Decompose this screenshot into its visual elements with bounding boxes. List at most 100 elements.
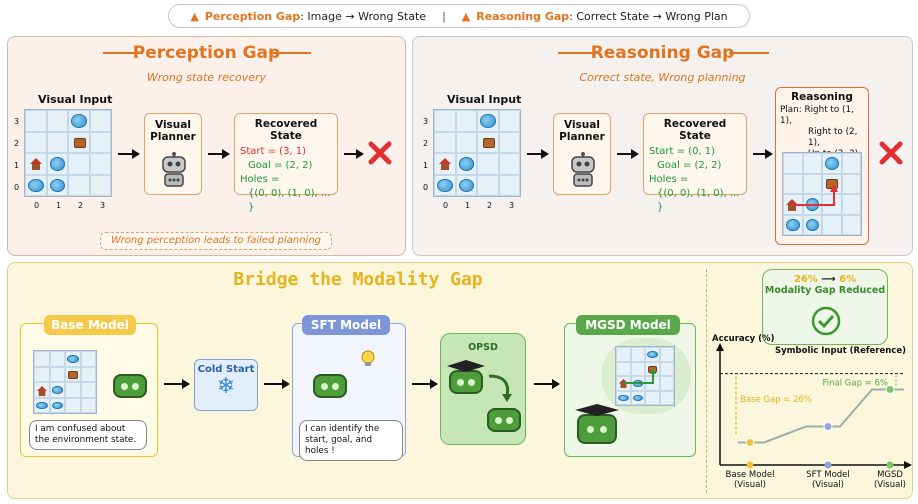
flow-arrow-head (552, 379, 560, 389)
fail-x-icon (879, 141, 903, 165)
planner-label-line2: Planner (559, 131, 605, 143)
plan-path-arrow (794, 184, 838, 206)
house-icon (30, 158, 42, 170)
base-model-box: I am confused about the environment stat… (20, 323, 158, 457)
grid-cell (616, 390, 631, 405)
base-model-speech: I am confused about the environment stat… (29, 420, 147, 450)
grid-cell (477, 153, 499, 175)
grid-cell (841, 173, 861, 194)
grid-cell (498, 174, 520, 196)
x-tick-marker (746, 461, 754, 469)
grid-cell (46, 110, 68, 132)
axis-tick: 0 (423, 183, 429, 192)
robot-icon (313, 374, 347, 398)
goal-state: Goal = (2, 2) (657, 160, 722, 171)
grid-cell (68, 174, 90, 196)
recovered-state-box: Recovered State Start = (3, 1) Goal = (2… (234, 113, 338, 213)
flow-arrow-head (541, 149, 549, 159)
holes-label: Holes = (649, 174, 689, 185)
flow-arrow (534, 383, 554, 385)
goal-state: Goal = (2, 2) (248, 160, 313, 171)
hole-icon (49, 178, 65, 192)
holes-value: {(0, 0), (1, 0), ... } (657, 188, 740, 213)
reasoning-gap-panel: Reasoning Gap Correct state, Wrong plann… (412, 36, 913, 256)
grid-cell (49, 382, 65, 398)
reasoning-legend-text: : Correct State → Wrong Plan (569, 9, 728, 23)
grid-cell (841, 214, 861, 235)
hole-icon (458, 178, 474, 192)
section-divider (706, 269, 707, 493)
grid-cell (630, 347, 645, 362)
holes-label: Holes = (240, 174, 280, 185)
grid-cell (34, 366, 50, 382)
grid-cell (822, 153, 842, 174)
house-icon (786, 199, 798, 211)
gap-to-value: 6% (839, 274, 857, 285)
robot-icon (113, 374, 147, 398)
grid-cell (498, 131, 520, 153)
grid-cell (80, 366, 96, 382)
base-model-tag: Base Model (44, 315, 136, 335)
grid-cell (89, 110, 111, 132)
axis-tick: 2 (423, 139, 429, 148)
robot-icon (571, 152, 595, 187)
arrow-icon: ⟶ (821, 274, 836, 285)
student-robot-icon (487, 408, 521, 432)
flow-arrow (412, 383, 432, 385)
flow-arrow (753, 153, 767, 155)
sft-model-tag: SFT Model (302, 315, 390, 335)
axis-tick: 2 (78, 201, 84, 210)
grid-cell (25, 110, 47, 132)
x-tick-marker (824, 461, 832, 469)
grid-cell (46, 131, 68, 153)
grid-cell (25, 153, 47, 175)
mgsd-model-box (564, 323, 696, 457)
start-state: Start = (0, 1) (649, 146, 716, 157)
hole-icon (437, 178, 453, 192)
grid-cell (89, 153, 111, 175)
grid-cell (822, 173, 842, 194)
axis-tick: 1 (14, 161, 20, 170)
grid-cell (25, 174, 47, 196)
reasoning-gap-subtitle: Correct state, Wrong planning (579, 71, 746, 84)
warning-icon: ▲ (461, 9, 471, 23)
house-icon (439, 158, 451, 170)
snowflake-icon: ❄ (216, 374, 236, 399)
title-rule (729, 52, 769, 54)
grid-cell (49, 397, 65, 413)
grid-cell (46, 174, 68, 196)
treasure-chest-icon (483, 137, 495, 148)
grid-cell (34, 351, 50, 367)
grid-cell (455, 153, 477, 175)
perception-gap-subtitle: Wrong state recovery (146, 71, 267, 84)
grid-cell (434, 153, 456, 175)
treasure-chest-icon (74, 137, 86, 148)
axis-tick: 0 (443, 201, 449, 210)
grid-cell (34, 382, 50, 398)
grid-cell (645, 347, 660, 362)
axis-tick: 3 (14, 117, 20, 126)
curved-arrow-icon (488, 374, 512, 402)
cold-start-label: Cold Start (197, 364, 255, 375)
grid-cell (65, 382, 81, 398)
perception-footer: Wrong perception leads to failed plannin… (100, 232, 332, 250)
grid-cell (802, 214, 822, 235)
hole-icon (51, 386, 63, 394)
flow-arrow (527, 153, 543, 155)
hole-icon (618, 394, 629, 401)
visual-input-label: Visual Input (38, 93, 113, 106)
opsd-box: OPSD (440, 333, 526, 445)
x-tick-label: (Visual) (812, 480, 844, 490)
hole-icon (647, 351, 658, 358)
hole-icon (51, 401, 63, 409)
x-tick-label: (Visual) (734, 480, 766, 490)
axis-tick: 3 (423, 117, 429, 126)
flow-arrow-head (222, 149, 230, 159)
graduation-cap-icon (447, 360, 485, 372)
reasoning-plan-box: Reasoning Plan: Right to (1, 1), Right t… (775, 87, 869, 245)
plan-grid (782, 152, 862, 236)
accuracy-chart: Accuracy (%)Symbolic Input (Reference)Ba… (712, 334, 912, 490)
fail-x-icon (368, 141, 392, 165)
robot-icon (162, 152, 186, 187)
graduation-cap-icon (575, 404, 619, 416)
